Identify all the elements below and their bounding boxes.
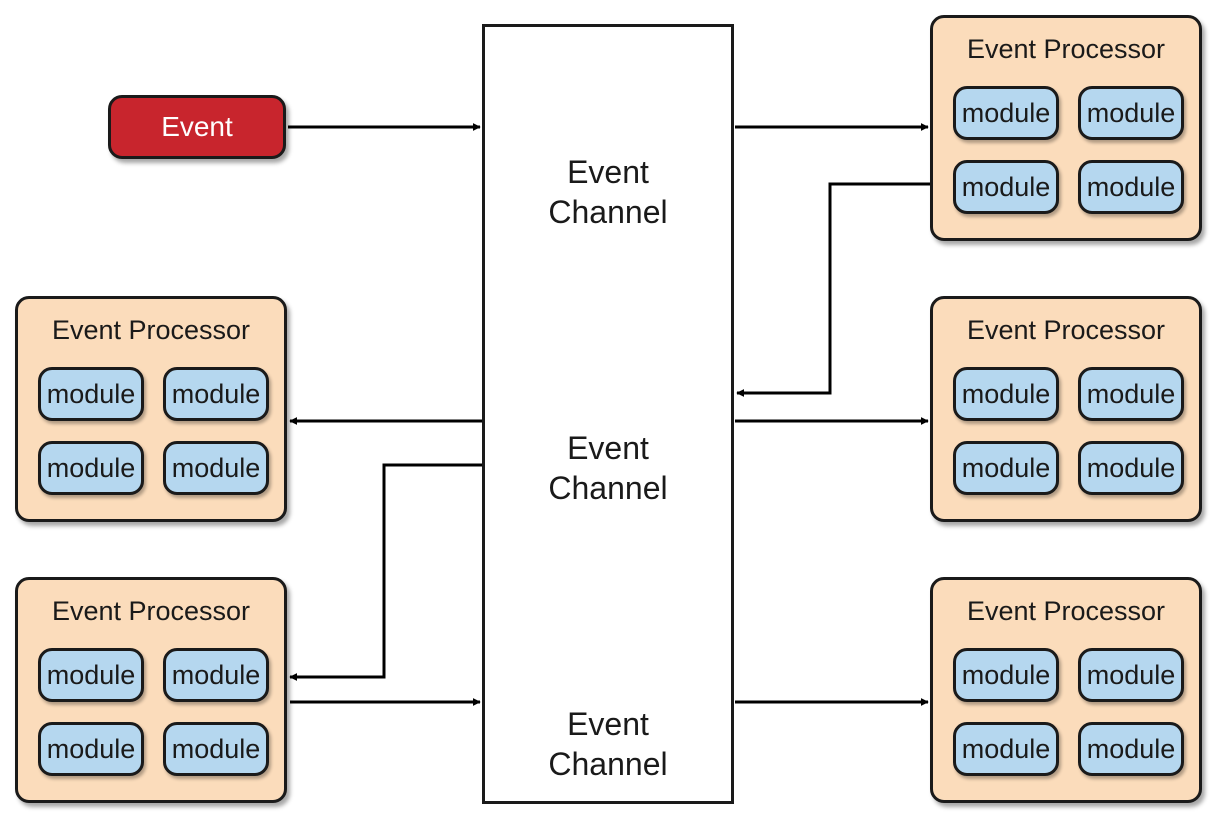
processor-title: Event Processor [51, 315, 251, 345]
event-processor-right-bottom: Event Processor module module module mod… [930, 577, 1202, 803]
event-channel-label-2: Event Channel [548, 430, 668, 506]
module: module [1078, 648, 1184, 702]
module: module [38, 367, 144, 421]
module: module [953, 722, 1059, 776]
event-label: Event [161, 111, 233, 142]
module: module [1078, 86, 1184, 140]
module: module [953, 160, 1059, 214]
module: module [1078, 722, 1184, 776]
arrow-channel-2-to-left-bottom-processor [289, 463, 482, 681]
arrow-processor-to-channel-2 [736, 182, 930, 397]
module: module [1078, 441, 1184, 495]
module: module [38, 722, 144, 776]
module: module [163, 648, 269, 702]
event-processor-left-bottom: Event Processor module module module mod… [15, 577, 287, 803]
processor-title: Event Processor [966, 315, 1166, 345]
module: module [163, 441, 269, 495]
module: module [38, 441, 144, 495]
module: module [1078, 367, 1184, 421]
processor-title: Event Processor [51, 596, 251, 626]
event-channel-label-3: Event Channel [548, 706, 668, 782]
processor-title: Event Processor [966, 34, 1166, 64]
module: module [38, 648, 144, 702]
initial-event: Event [108, 95, 286, 159]
module: module [953, 441, 1059, 495]
event-processor-right-middle: Event Processor module module module mod… [930, 296, 1202, 522]
module: module [953, 86, 1059, 140]
event-processor-right-top: Event Processor module module module mod… [930, 15, 1202, 241]
event-processor-left-middle: Event Processor module module module mod… [15, 296, 287, 522]
module: module [1078, 160, 1184, 214]
module: module [163, 722, 269, 776]
module: module [163, 367, 269, 421]
module: module [953, 648, 1059, 702]
processor-title: Event Processor [966, 596, 1166, 626]
module: module [953, 367, 1059, 421]
event-channel-label-1: Event Channel [548, 154, 668, 230]
event-channel-group [482, 24, 734, 804]
